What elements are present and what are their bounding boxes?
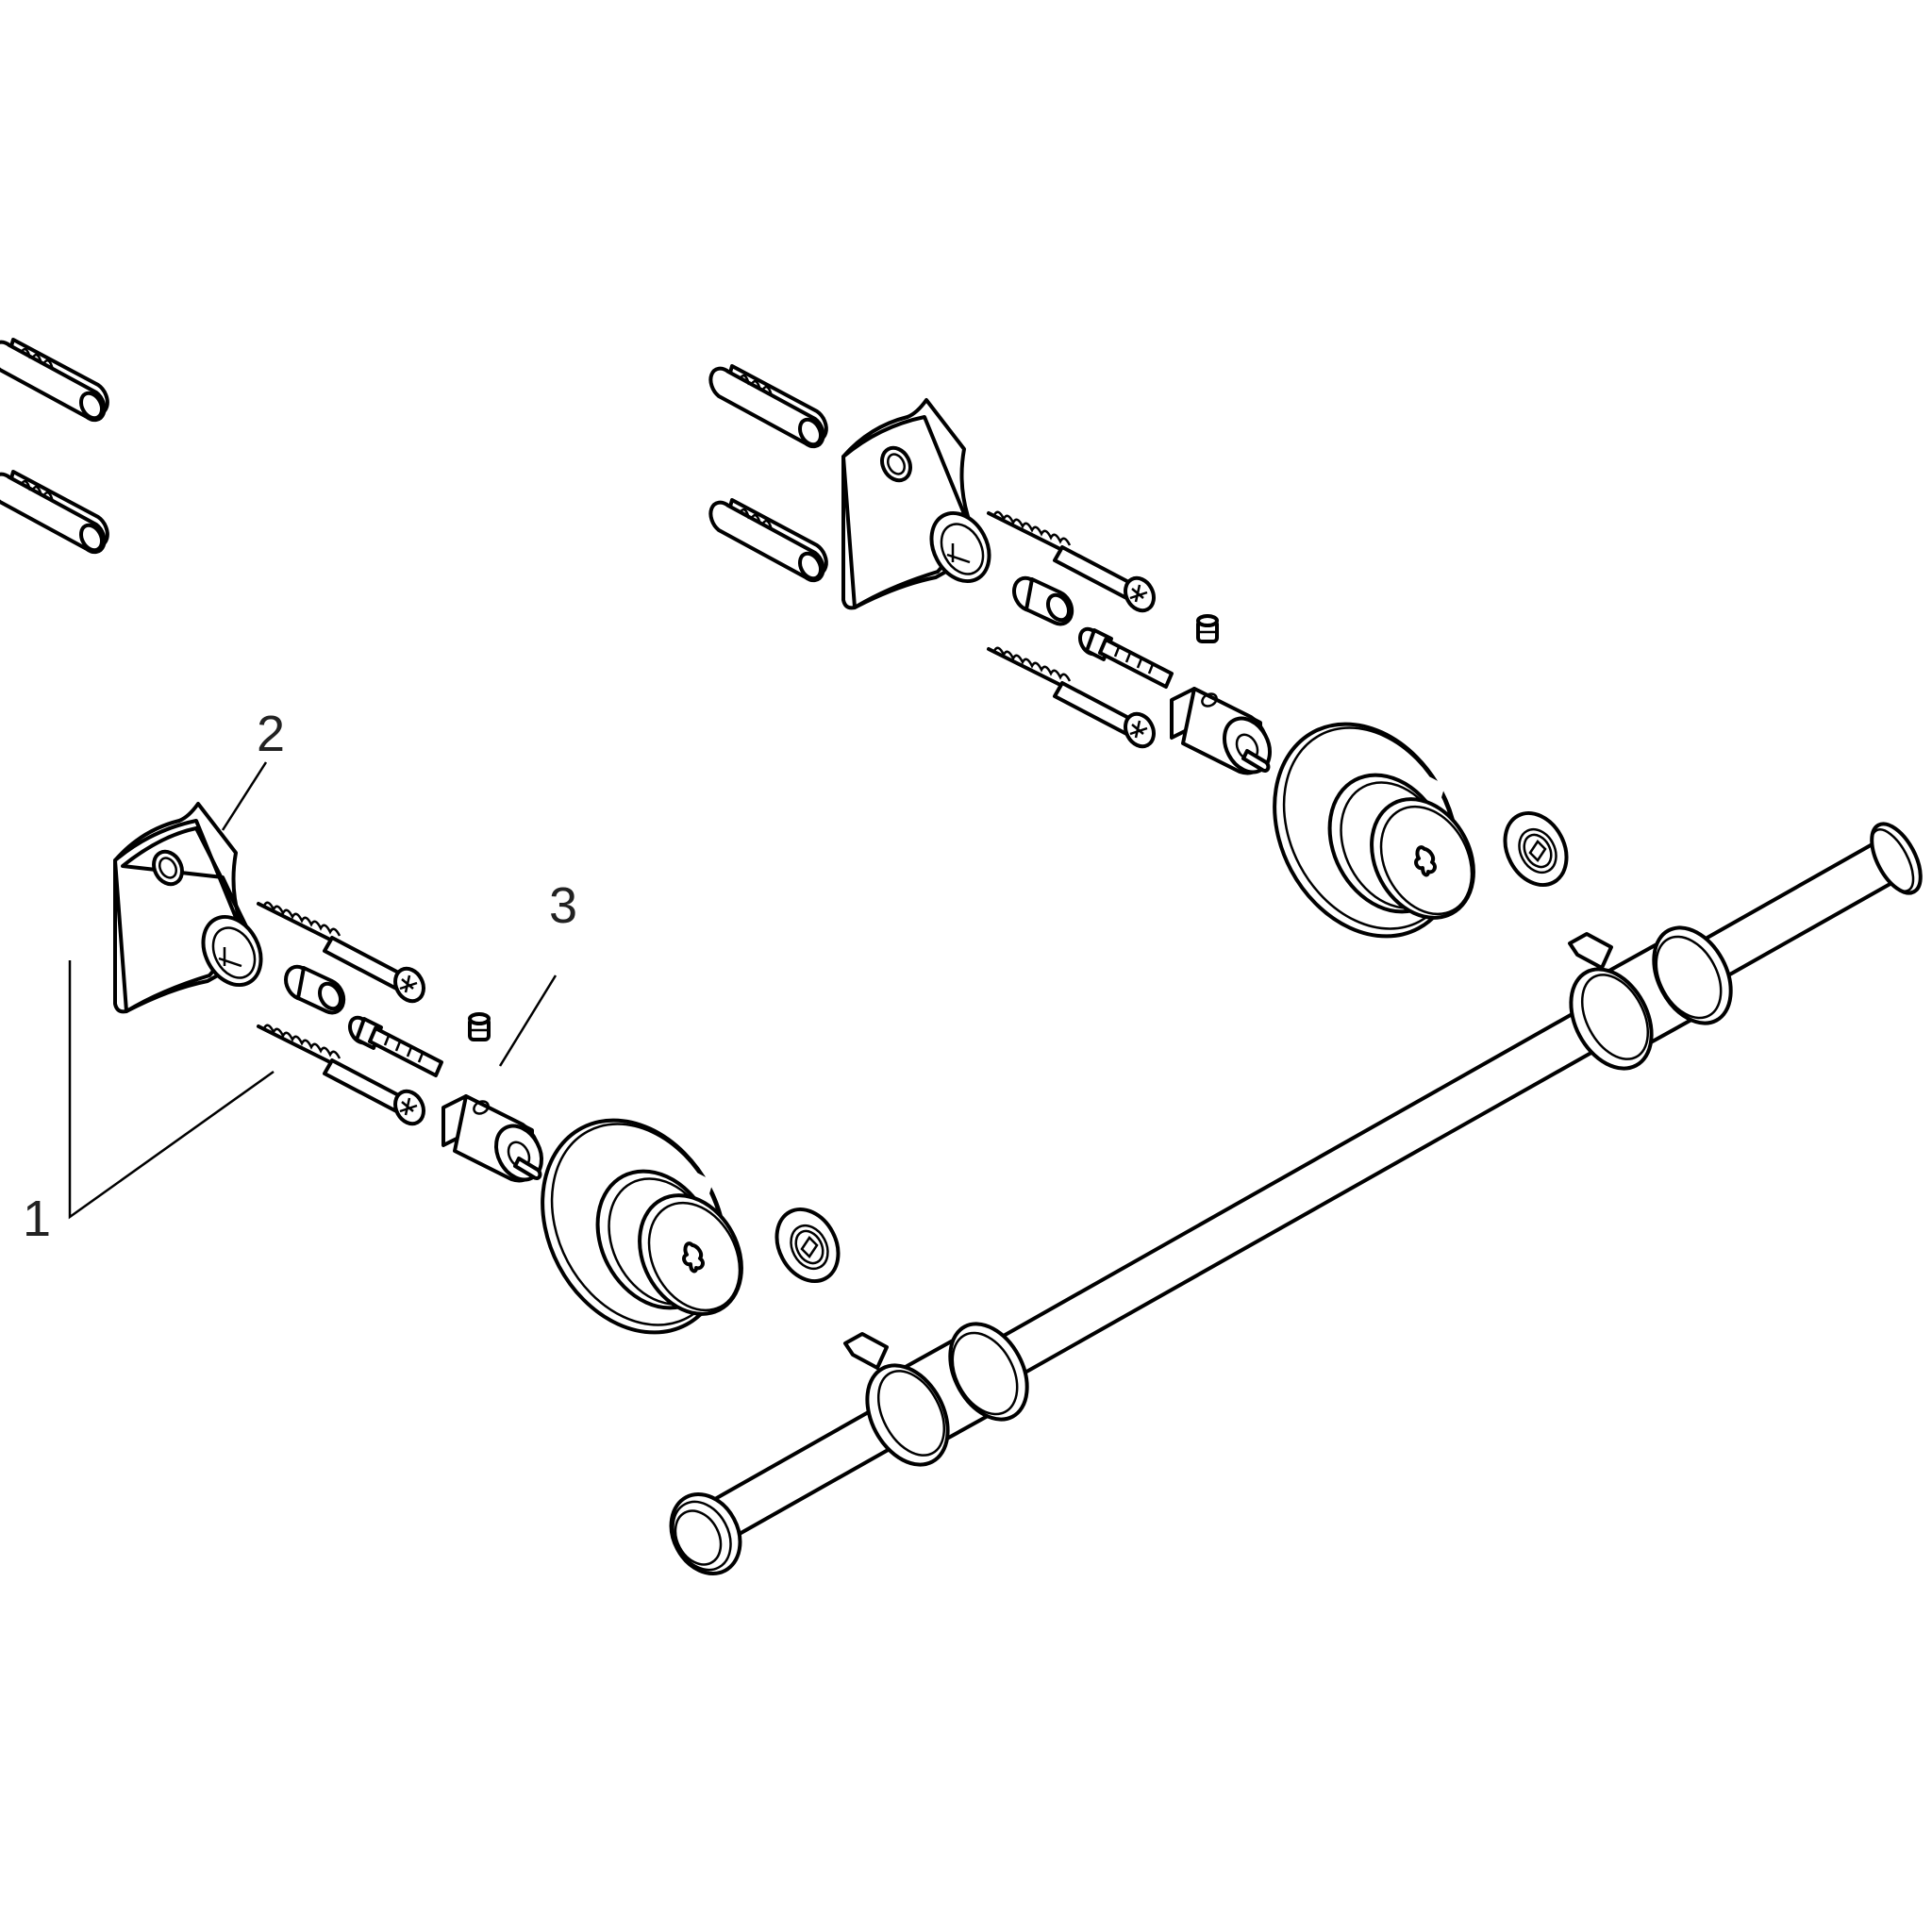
right-mount-group [708,364,1581,971]
callout-1-label: 1 [23,1191,51,1247]
wall-plug-right-upper [708,364,828,451]
wall-plug-left-upper [0,338,109,425]
wall-plug-left-lower [0,470,109,557]
wall-bracket-left [113,802,263,1014]
wall-plug-right-lower [708,498,828,585]
callout-1: 1 [23,960,275,1247]
callout-2-label: 2 [257,706,285,762]
washer-left [762,1196,853,1294]
rosette-left [505,1086,764,1367]
callout-2: 2 [221,706,285,831]
bushing-right [1007,571,1075,626]
connector-left [441,1094,553,1190]
machine-screw-left [343,1011,443,1077]
connector-right [1170,687,1281,782]
rosette-right [1237,690,1496,971]
callout-3-label: 3 [549,877,577,934]
bar-collar-left [843,1322,1029,1467]
bar-collar-right [1568,925,1733,1071]
callout-2-leader [221,761,268,831]
machine-screw-right [1074,623,1174,689]
wood-screw-right-upper [987,509,1161,618]
towel-bar [669,822,1923,1576]
washer-right [1491,800,1581,898]
set-screw-plug-right [1196,614,1219,643]
callout-1-leader [68,960,275,1220]
wall-bracket-right [841,398,991,610]
bushing-left [278,959,347,1015]
wood-screw-left-upper [257,900,431,1008]
left-mount-group [0,338,853,1367]
callout-3: 3 [498,877,577,1067]
set-screw-plug-left [468,1012,491,1041]
callout-3-leader [498,974,558,1067]
